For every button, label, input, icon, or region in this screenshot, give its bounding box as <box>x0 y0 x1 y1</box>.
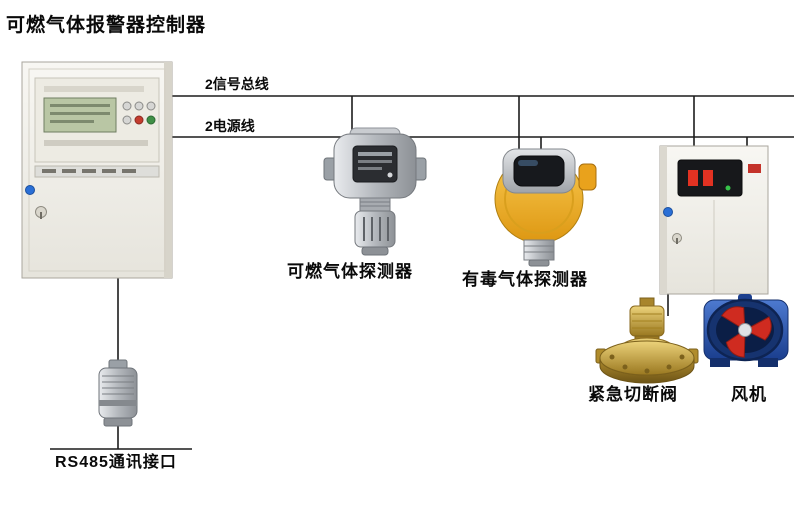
fan-label: 风机 <box>731 385 767 404</box>
rs485-label: RS485通讯接口 <box>55 454 177 471</box>
toxic-gas-detector-icon <box>494 148 597 267</box>
alarm-box-logo <box>748 164 761 173</box>
alarm-box-keyhole <box>672 233 682 244</box>
page-title: 可燃气体报警器控制器 <box>6 15 207 36</box>
controller-buttons <box>122 101 156 125</box>
alarm-control-box <box>659 145 769 295</box>
signal-bus-label: 2信号总线 <box>205 76 269 92</box>
combustible-gas-detector-icon <box>323 127 427 256</box>
alarm-box-knob <box>663 207 673 217</box>
cabinet-hinge-knob <box>25 185 35 195</box>
toxic-detector-label: 有毒气体探测器 <box>462 270 588 289</box>
power-line-label: 2电源线 <box>205 118 255 134</box>
combustible-detector-label: 可燃气体探测器 <box>287 262 413 281</box>
rs485-module-icon <box>98 359 138 427</box>
controller-cabinet <box>21 61 173 279</box>
emergency-shutoff-valve-icon <box>595 297 699 384</box>
fan-impeller <box>721 306 772 358</box>
exhaust-fan-icon <box>703 294 789 367</box>
cabinet-keyhole <box>35 206 47 219</box>
shutoff-valve-label: 紧急切断阀 <box>588 385 678 404</box>
